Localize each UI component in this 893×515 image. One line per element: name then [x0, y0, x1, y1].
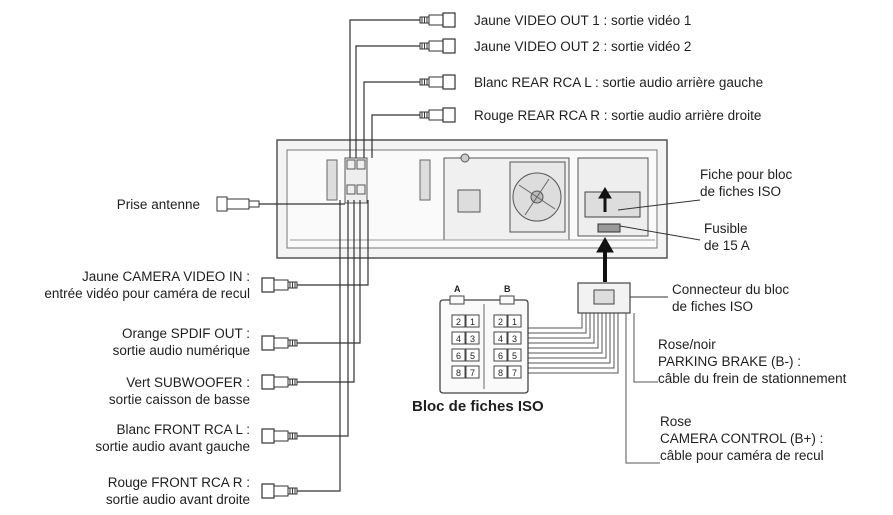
iso-pin-cell [465, 331, 480, 345]
iso-pin-cell [465, 348, 480, 362]
camera-control-line3: câble pour caméra de recul [660, 448, 824, 463]
rca-plug-subwoofer [261, 374, 298, 390]
iso-pin-cell [493, 348, 508, 362]
iso-socket-label: Fiche pour bloc de fiches ISO [700, 166, 792, 200]
iso-pin-number: 7 [512, 368, 517, 378]
iso-connector-line1: Connecteur du bloc [672, 282, 790, 297]
antenna-plug [216, 196, 345, 212]
front-rca-l-line2: sortie audio avant gauche [95, 439, 250, 454]
rca-plug-camera-in [261, 277, 298, 293]
iso-pin-number: 1 [470, 317, 475, 327]
rear-rca-r-label: Rouge REAR RCA R : sortie audio arrière … [474, 108, 762, 123]
iso-pin-cell [465, 314, 480, 328]
rca-plug-front-r [261, 483, 298, 499]
iso-pin-number: 5 [470, 351, 475, 361]
antenna-label: Prise antenne [116, 197, 200, 212]
iso-pin-number: 5 [512, 351, 517, 361]
subwoofer-line2: sortie caisson de basse [108, 392, 250, 407]
iso-col-a: A [454, 284, 461, 294]
iso-pin-cell [493, 365, 508, 379]
iso-pin-number: 7 [470, 368, 475, 378]
parking-brake-label: Rose/noir PARKING BRAKE (B-) : câble du … [658, 336, 846, 387]
top-cables [349, 19, 420, 158]
iso-pin-number: 4 [456, 334, 461, 344]
iso-socket-line2: de fiches ISO [700, 184, 782, 199]
camera-control-line2: CAMERA CONTROL (B+) : [660, 431, 824, 446]
iso-pin-number: 3 [512, 334, 517, 344]
iso-pin-cell [493, 331, 508, 345]
iso-connector-line2: de fiches ISO [672, 299, 754, 314]
parking-brake-line2: PARKING BRAKE (B-) : [658, 354, 802, 369]
video-out-1-label: Jaune VIDEO OUT 1 : sortie vidéo 1 [474, 13, 692, 28]
subwoofer-label: Vert SUBWOOFER : sortie caisson de basse [109, 374, 250, 408]
rca-plug-front-l [261, 428, 298, 444]
front-rca-l-label: Blanc FRONT RCA L : sortie audio avant g… [95, 421, 250, 455]
iso-block-title: Bloc de fiches ISO [412, 398, 544, 415]
iso-pin-number: 3 [470, 334, 475, 344]
camera-video-in-line1: Jaune CAMERA VIDEO IN : [81, 269, 250, 284]
iso-pin-cell [507, 331, 522, 345]
iso-pin-number: 8 [456, 368, 461, 378]
iso-socket-line1: Fiche pour bloc [700, 167, 793, 182]
fuse-line2: de 15 A [704, 238, 750, 253]
iso-pin-number: 2 [498, 317, 503, 327]
fuse-line1: Fusible [704, 221, 748, 236]
iso-pin-cell [507, 314, 522, 328]
rca-plug-rear-l [419, 74, 456, 90]
camera-video-in-label: Jaune CAMERA VIDEO IN : entrée vidéo pou… [44, 268, 250, 302]
head-unit [276, 139, 668, 259]
iso-pin-cell [451, 331, 466, 345]
front-rca-r-line1: Rouge FRONT RCA R : [107, 475, 250, 490]
iso-connector [577, 187, 668, 314]
iso-pin-number: 6 [456, 351, 461, 361]
iso-pin-number: 4 [498, 334, 503, 344]
iso-pin-number: 8 [498, 368, 503, 378]
iso-pin-cell [493, 314, 508, 328]
iso-col-b: B [504, 284, 511, 294]
iso-pin-cell [451, 348, 466, 362]
front-rca-r-label: Rouge FRONT RCA R : sortie audio avant d… [106, 474, 250, 508]
parking-brake-line3: câble du frein de stationnement [658, 371, 847, 386]
iso-pin-cell [507, 365, 522, 379]
leader-lines [617, 199, 701, 241]
rca-plug-video-out-2 [419, 38, 456, 54]
rca-plug-spdif [261, 335, 298, 351]
video-out-2-label: Jaune VIDEO OUT 2 : sortie vidéo 2 [474, 39, 692, 54]
iso-pin-cell [451, 314, 466, 328]
rear-rca-l-label: Blanc REAR RCA L : sortie audio arrière … [474, 75, 764, 90]
parking-brake-line1: Rose/noir [658, 337, 716, 352]
rca-plug-video-out-1 [419, 12, 456, 28]
iso-pin-number: 6 [498, 351, 503, 361]
spdif-out-label: Orange SPDIF OUT : sortie audio numériqu… [113, 325, 250, 359]
camera-control-line1: Rose [660, 414, 692, 429]
iso-pin-cell [465, 365, 480, 379]
iso-pin-number: 2 [456, 317, 461, 327]
front-rca-r-line2: sortie audio avant droite [105, 492, 250, 507]
spdif-out-line2: sortie audio numérique [112, 343, 250, 358]
iso-pin-number: 1 [512, 317, 517, 327]
left-cables [297, 200, 369, 492]
camera-video-in-line2: entrée vidéo pour caméra de recul [44, 286, 250, 301]
front-rca-l-line1: Blanc FRONT RCA L : [116, 422, 250, 437]
iso-wires [528, 313, 660, 464]
iso-pin-cell [507, 348, 522, 362]
spdif-out-line1: Orange SPDIF OUT : [121, 326, 250, 341]
fuse-label: Fusible de 15 A [704, 220, 750, 254]
camera-control-label: Rose CAMERA CONTROL (B+) : câble pour ca… [660, 413, 824, 464]
iso-pin-cell [451, 365, 466, 379]
subwoofer-line1: Vert SUBWOOFER : [126, 375, 250, 390]
rca-plug-rear-r [419, 107, 456, 123]
iso-connector-label: Connecteur du bloc de fiches ISO [672, 281, 789, 315]
